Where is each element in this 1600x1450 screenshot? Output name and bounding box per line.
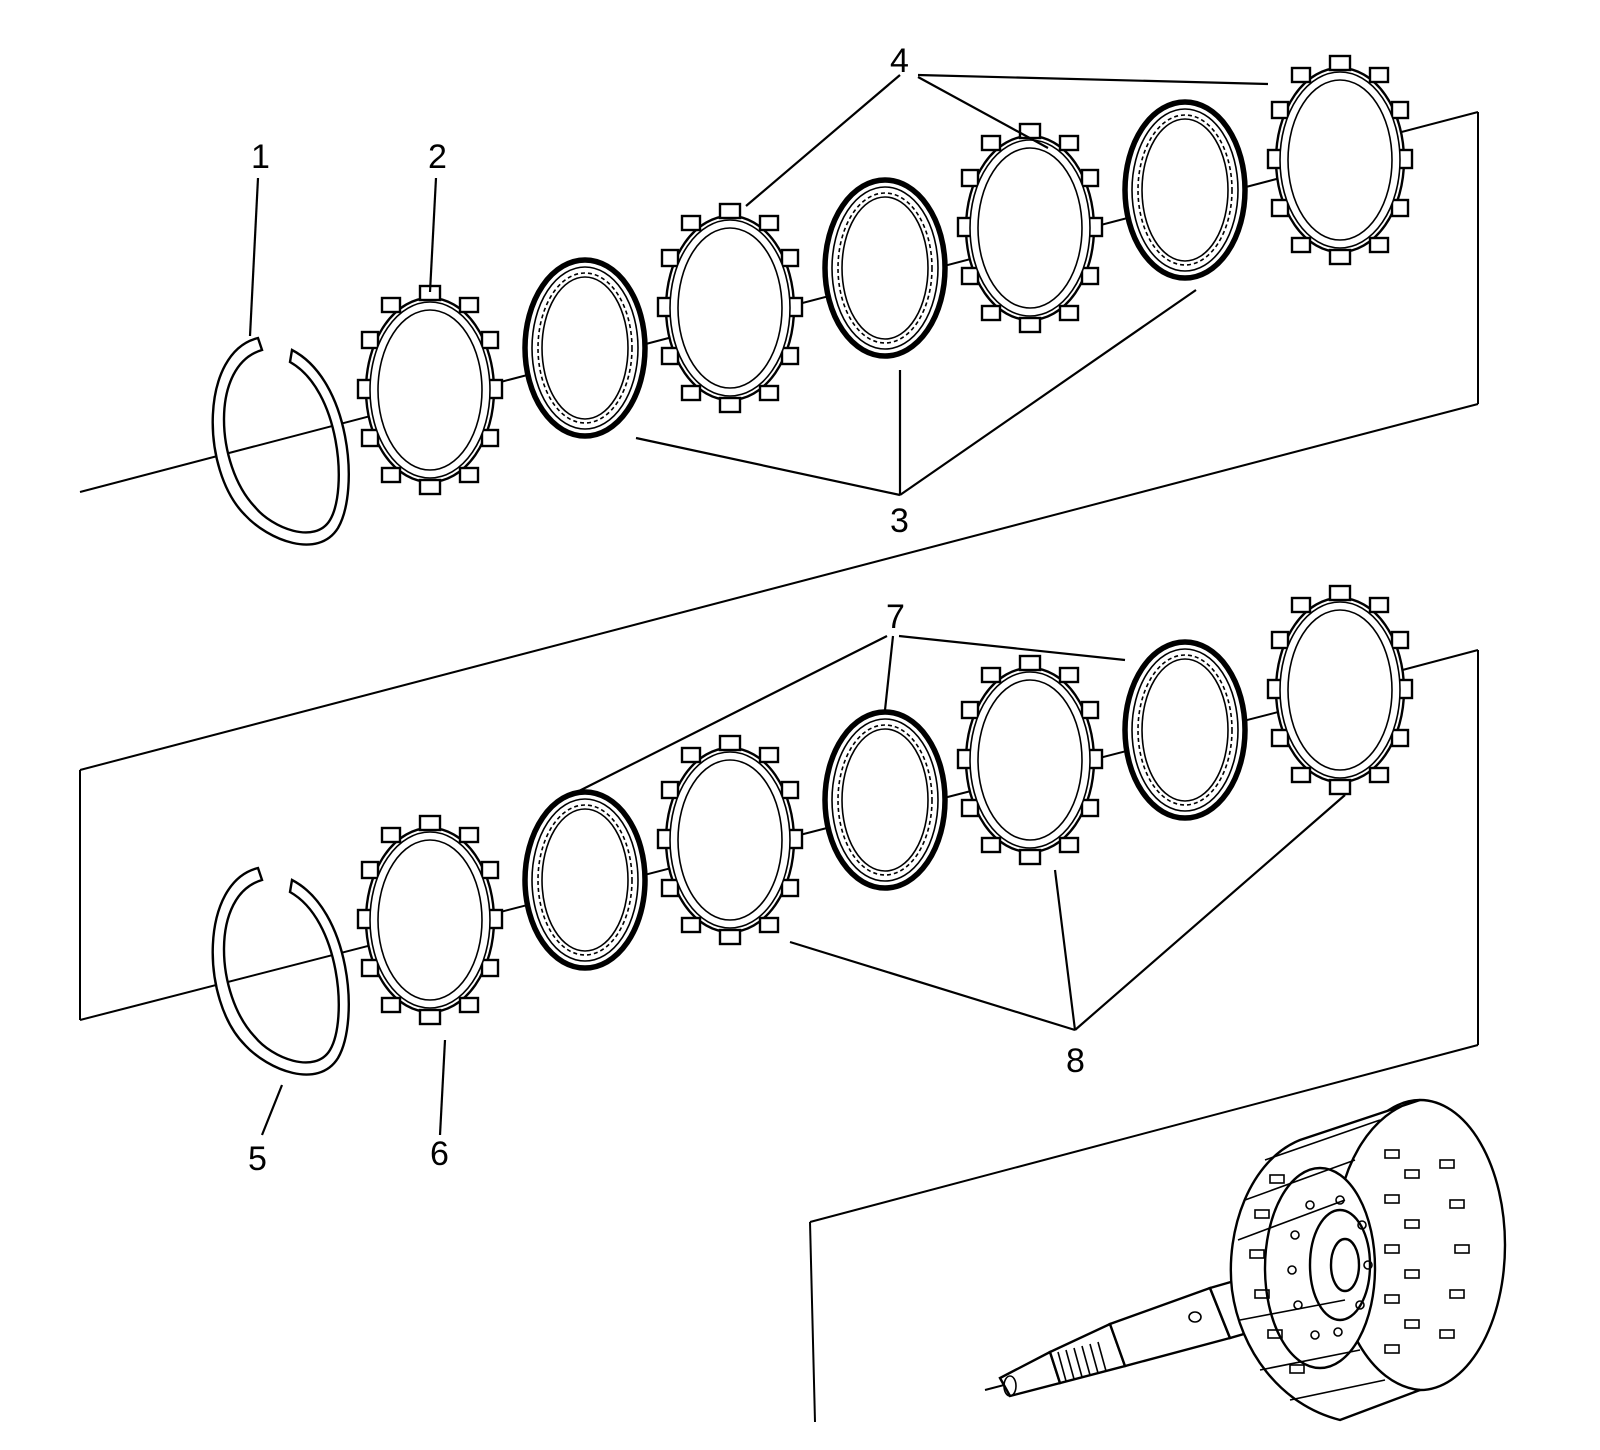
snap-ring-lower: [211, 866, 350, 1076]
plate-3-friction-a: [525, 260, 645, 436]
plate-6-steel: [356, 814, 504, 1026]
upper-plane: [79, 111, 1479, 1020]
callout-8: 8: [1066, 1042, 1085, 1080]
callout-5: 5: [248, 1140, 267, 1178]
callout-6: 6: [430, 1135, 449, 1173]
plate-8-steel-b: [956, 654, 1104, 866]
plate-4-steel-a: [656, 202, 804, 414]
plate-4-steel-c: [1266, 54, 1414, 266]
plate-2-steel: [356, 284, 504, 496]
clutch-housing-shaft: [998, 1098, 1507, 1422]
plate-4-steel-b: [956, 122, 1104, 334]
plate-7-friction-b: [825, 712, 945, 888]
snap-ring-upper: [211, 336, 350, 546]
plate-3-friction-c: [1125, 102, 1245, 278]
leader-lines: [248, 73, 1346, 1136]
callout-3: 3: [890, 502, 909, 540]
lower-plane: [809, 649, 1479, 1423]
callout-4: 4: [890, 42, 909, 80]
plate-3-friction-b: [825, 180, 945, 356]
plate-7-friction-c: [1125, 642, 1245, 818]
callout-2: 2: [428, 138, 447, 176]
callout-1: 1: [251, 138, 270, 176]
plate-8-steel-a: [656, 734, 804, 946]
plate-7-friction-a: [525, 792, 645, 968]
plate-8-steel-c: [1266, 584, 1414, 796]
callout-7: 7: [886, 598, 905, 636]
